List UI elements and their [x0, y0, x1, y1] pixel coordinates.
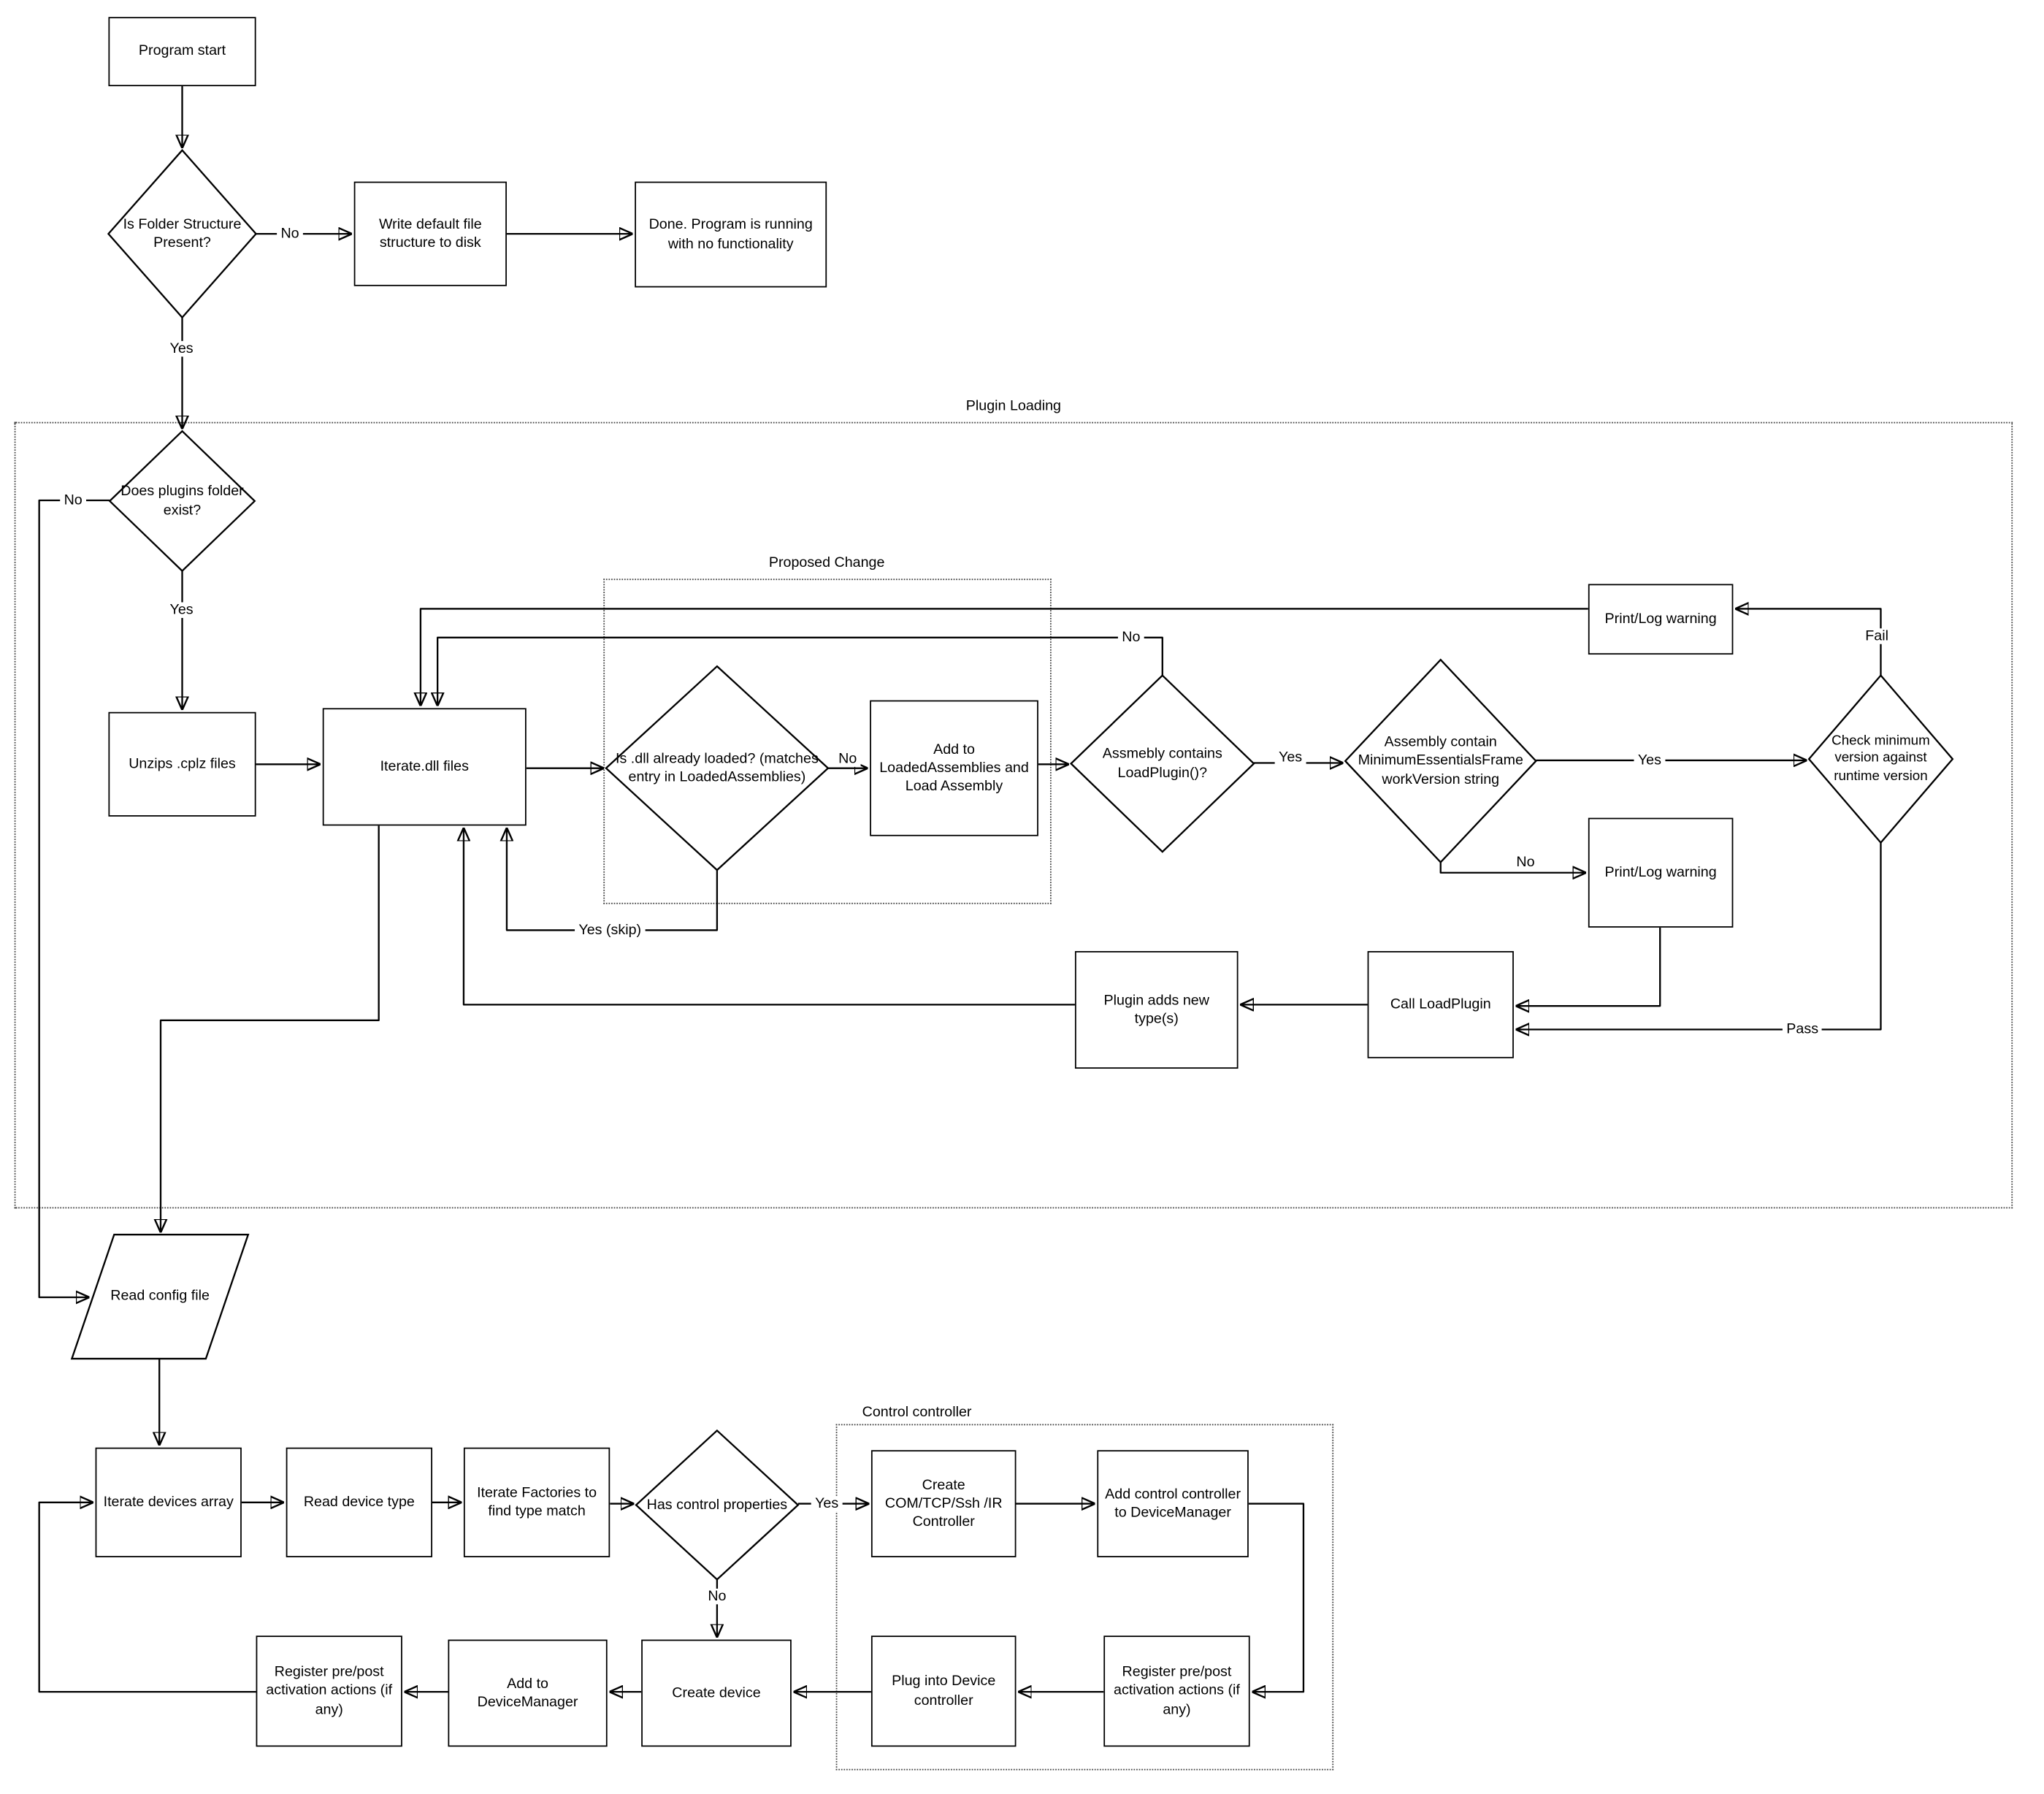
- node-register-pre-post-device: Register pre/post activation actions (if…: [256, 1635, 402, 1747]
- node-label: Iterate.dll files: [380, 758, 469, 775]
- node-label: Is .dll already loaded? (matches entry i…: [616, 750, 819, 785]
- edge-print-log-top-to-iterate-dll: [421, 608, 1588, 705]
- edge-label-version-check-fail: Fail: [1861, 628, 1893, 644]
- node-iterate-dll-files: Iterate.dll files: [322, 708, 527, 826]
- edge-label-min-version-yes: Yes: [1634, 752, 1666, 768]
- node-register-pre-post-control: Register pre/post activation actions (if…: [1103, 1635, 1250, 1747]
- decision-assembly-contains-loadplugin: Assmebly contains LoadPlugin()?: [1071, 676, 1254, 852]
- node-label: Call LoadPlugin: [1390, 996, 1491, 1012]
- node-create-device: Create device: [641, 1639, 792, 1747]
- io-read-config-file: Read config file: [72, 1234, 248, 1359]
- decision-has-control-properties: Has control properties: [636, 1430, 798, 1579]
- edge-label-plugins-no: No: [60, 492, 87, 508]
- node-add-to-device-manager: Add to DeviceManager: [448, 1639, 608, 1747]
- parallelogram-shape: [72, 1234, 248, 1359]
- edge-print-log-bottom-to-call-loadplugin: [1516, 927, 1661, 1006]
- edge-label-loadplugin-yes: Yes: [1274, 749, 1306, 766]
- group-label-proposed-change: Proposed Change: [765, 555, 889, 571]
- node-write-default-file-structure: Write default file structure to disk: [353, 181, 507, 286]
- node-label: Plug into Device controller: [892, 1673, 996, 1709]
- group-label-plugin-loading: Plugin Loading: [962, 398, 1065, 414]
- edge-label-plugins-yes: Yes: [166, 602, 198, 618]
- node-plug-into-device-controller: Plug into Device controller: [870, 1635, 1017, 1747]
- node-label: Read device type: [303, 1494, 415, 1511]
- node-label: Iterate Factories to find type match: [477, 1485, 597, 1520]
- node-create-controller: Create COM/TCP/Ssh /IR Controller: [870, 1450, 1017, 1557]
- node-label: Print/Log warning: [1604, 864, 1717, 881]
- node-label: Read config file: [110, 1289, 210, 1305]
- node-label: Add to DeviceManager: [477, 1676, 578, 1711]
- edge-loadplugin-no-to-iterate-dll: [437, 636, 1163, 706]
- decision-folder-structure-present: Is Folder Structure Present?: [108, 150, 256, 318]
- decision-dll-already-loaded: Is .dll already loaded? (matches entry i…: [606, 666, 828, 870]
- node-plugin-adds-new-types: Plugin adds new type(s): [1074, 951, 1239, 1069]
- node-call-loadplugin: Call LoadPlugin: [1367, 951, 1514, 1058]
- edge-label-dll-loaded-yes-skip: Yes (skip): [575, 922, 646, 939]
- node-done-no-functionality: Done. Program is running with no functio…: [635, 181, 827, 288]
- node-label: Does plugins folder exist?: [120, 484, 244, 519]
- node-label: Program start: [138, 43, 226, 60]
- edge-plugins-no-to-read-config: [38, 499, 110, 1297]
- node-label: Write default file structure to disk: [378, 216, 482, 251]
- group-plugin-loading: [14, 421, 2013, 1209]
- diamond-shape: [636, 1430, 798, 1579]
- edge-label-min-version-no: No: [1512, 854, 1539, 871]
- edge-register-device-to-iterate-devices: [38, 1503, 256, 1693]
- node-unzips-cplz-files: Unzips .cplz files: [108, 711, 256, 817]
- group-label-control-controller: Control controller: [858, 1404, 976, 1421]
- node-read-device-type: Read device type: [286, 1447, 433, 1557]
- decision-plugins-folder-exist: Does plugins folder exist?: [110, 431, 255, 570]
- node-label: Add control controller to DeviceManager: [1105, 1486, 1241, 1521]
- decision-check-minimum-version: Check minimum version against runtime ve…: [1809, 676, 1953, 843]
- node-add-control-controller: Add control controller to DeviceManager: [1097, 1450, 1249, 1557]
- edge-version-fail-to-print-log-top: [1736, 608, 1882, 676]
- node-label: Register pre/post activation actions (if…: [1114, 1664, 1240, 1718]
- edge-plugin-adds-to-iterate-dll: [464, 828, 1075, 1006]
- diamond-shape: [108, 150, 256, 318]
- edge-minversion-no-to-print-log-bottom: [1439, 862, 1586, 872]
- node-iterate-factories: Iterate Factories to find type match: [463, 1447, 610, 1557]
- diamond-shape: [1809, 676, 1953, 843]
- edge-iterate-dll-to-read-config: [161, 825, 380, 1232]
- group-control-controller: [835, 1424, 1334, 1771]
- edge-label-dll-loaded-no: No: [834, 751, 861, 767]
- edge-version-pass-to-call-loadplugin: [1516, 842, 1882, 1030]
- edge-label-control-yes: Yes: [811, 1495, 843, 1512]
- edge-label-folder-yes: Yes: [166, 340, 198, 357]
- node-program-start: Program start: [108, 17, 256, 87]
- node-label: Iterate devices array: [103, 1494, 234, 1511]
- node-iterate-devices-array: Iterate devices array: [95, 1447, 242, 1557]
- node-label: Assembly contain MinimumEssentialsFramew…: [1358, 734, 1523, 787]
- edge-label-folder-no: No: [277, 226, 303, 242]
- edge-label-loadplugin-no: No: [1117, 630, 1144, 646]
- node-label: Plugin adds new type(s): [1103, 992, 1209, 1027]
- node-print-log-warning-bottom: Print/Log warning: [1588, 817, 1734, 928]
- node-print-log-warning-top: Print/Log warning: [1588, 584, 1734, 655]
- node-label: Create COM/TCP/Ssh /IR Controller: [884, 1477, 1003, 1530]
- decision-assembly-min-version-string: Assembly contain MinimumEssentialsFramew…: [1345, 660, 1536, 862]
- node-label: Check minimum version against runtime ve…: [1831, 732, 1930, 784]
- edge-add-controller-to-register-control: [1248, 1503, 1305, 1692]
- node-label: Print/Log warning: [1604, 611, 1717, 627]
- node-label: Unzips .cplz files: [129, 756, 236, 772]
- diamond-shape: [110, 431, 255, 570]
- diamond-shape: [1071, 676, 1254, 852]
- node-label: Done. Program is running with no functio…: [648, 217, 813, 252]
- node-label: Assmebly contains LoadPlugin()?: [1102, 746, 1222, 781]
- node-add-to-loaded-assemblies: Add to LoadedAssemblies and Load Assembl…: [870, 700, 1038, 836]
- node-label: Register pre/post activation actions (if…: [266, 1664, 393, 1718]
- edge-label-version-check-pass: Pass: [1782, 1021, 1823, 1038]
- node-label: Create device: [672, 1684, 761, 1701]
- node-label: Has control properties: [646, 1497, 788, 1513]
- node-label: Is Folder Structure Present?: [123, 216, 242, 251]
- node-label: Add to LoadedAssemblies and Load Assembl…: [879, 741, 1029, 795]
- edge-label-control-no: No: [703, 1588, 730, 1605]
- diamond-shape: [1345, 660, 1536, 862]
- group-proposed-change: [603, 579, 1052, 904]
- diamond-shape: [606, 666, 828, 870]
